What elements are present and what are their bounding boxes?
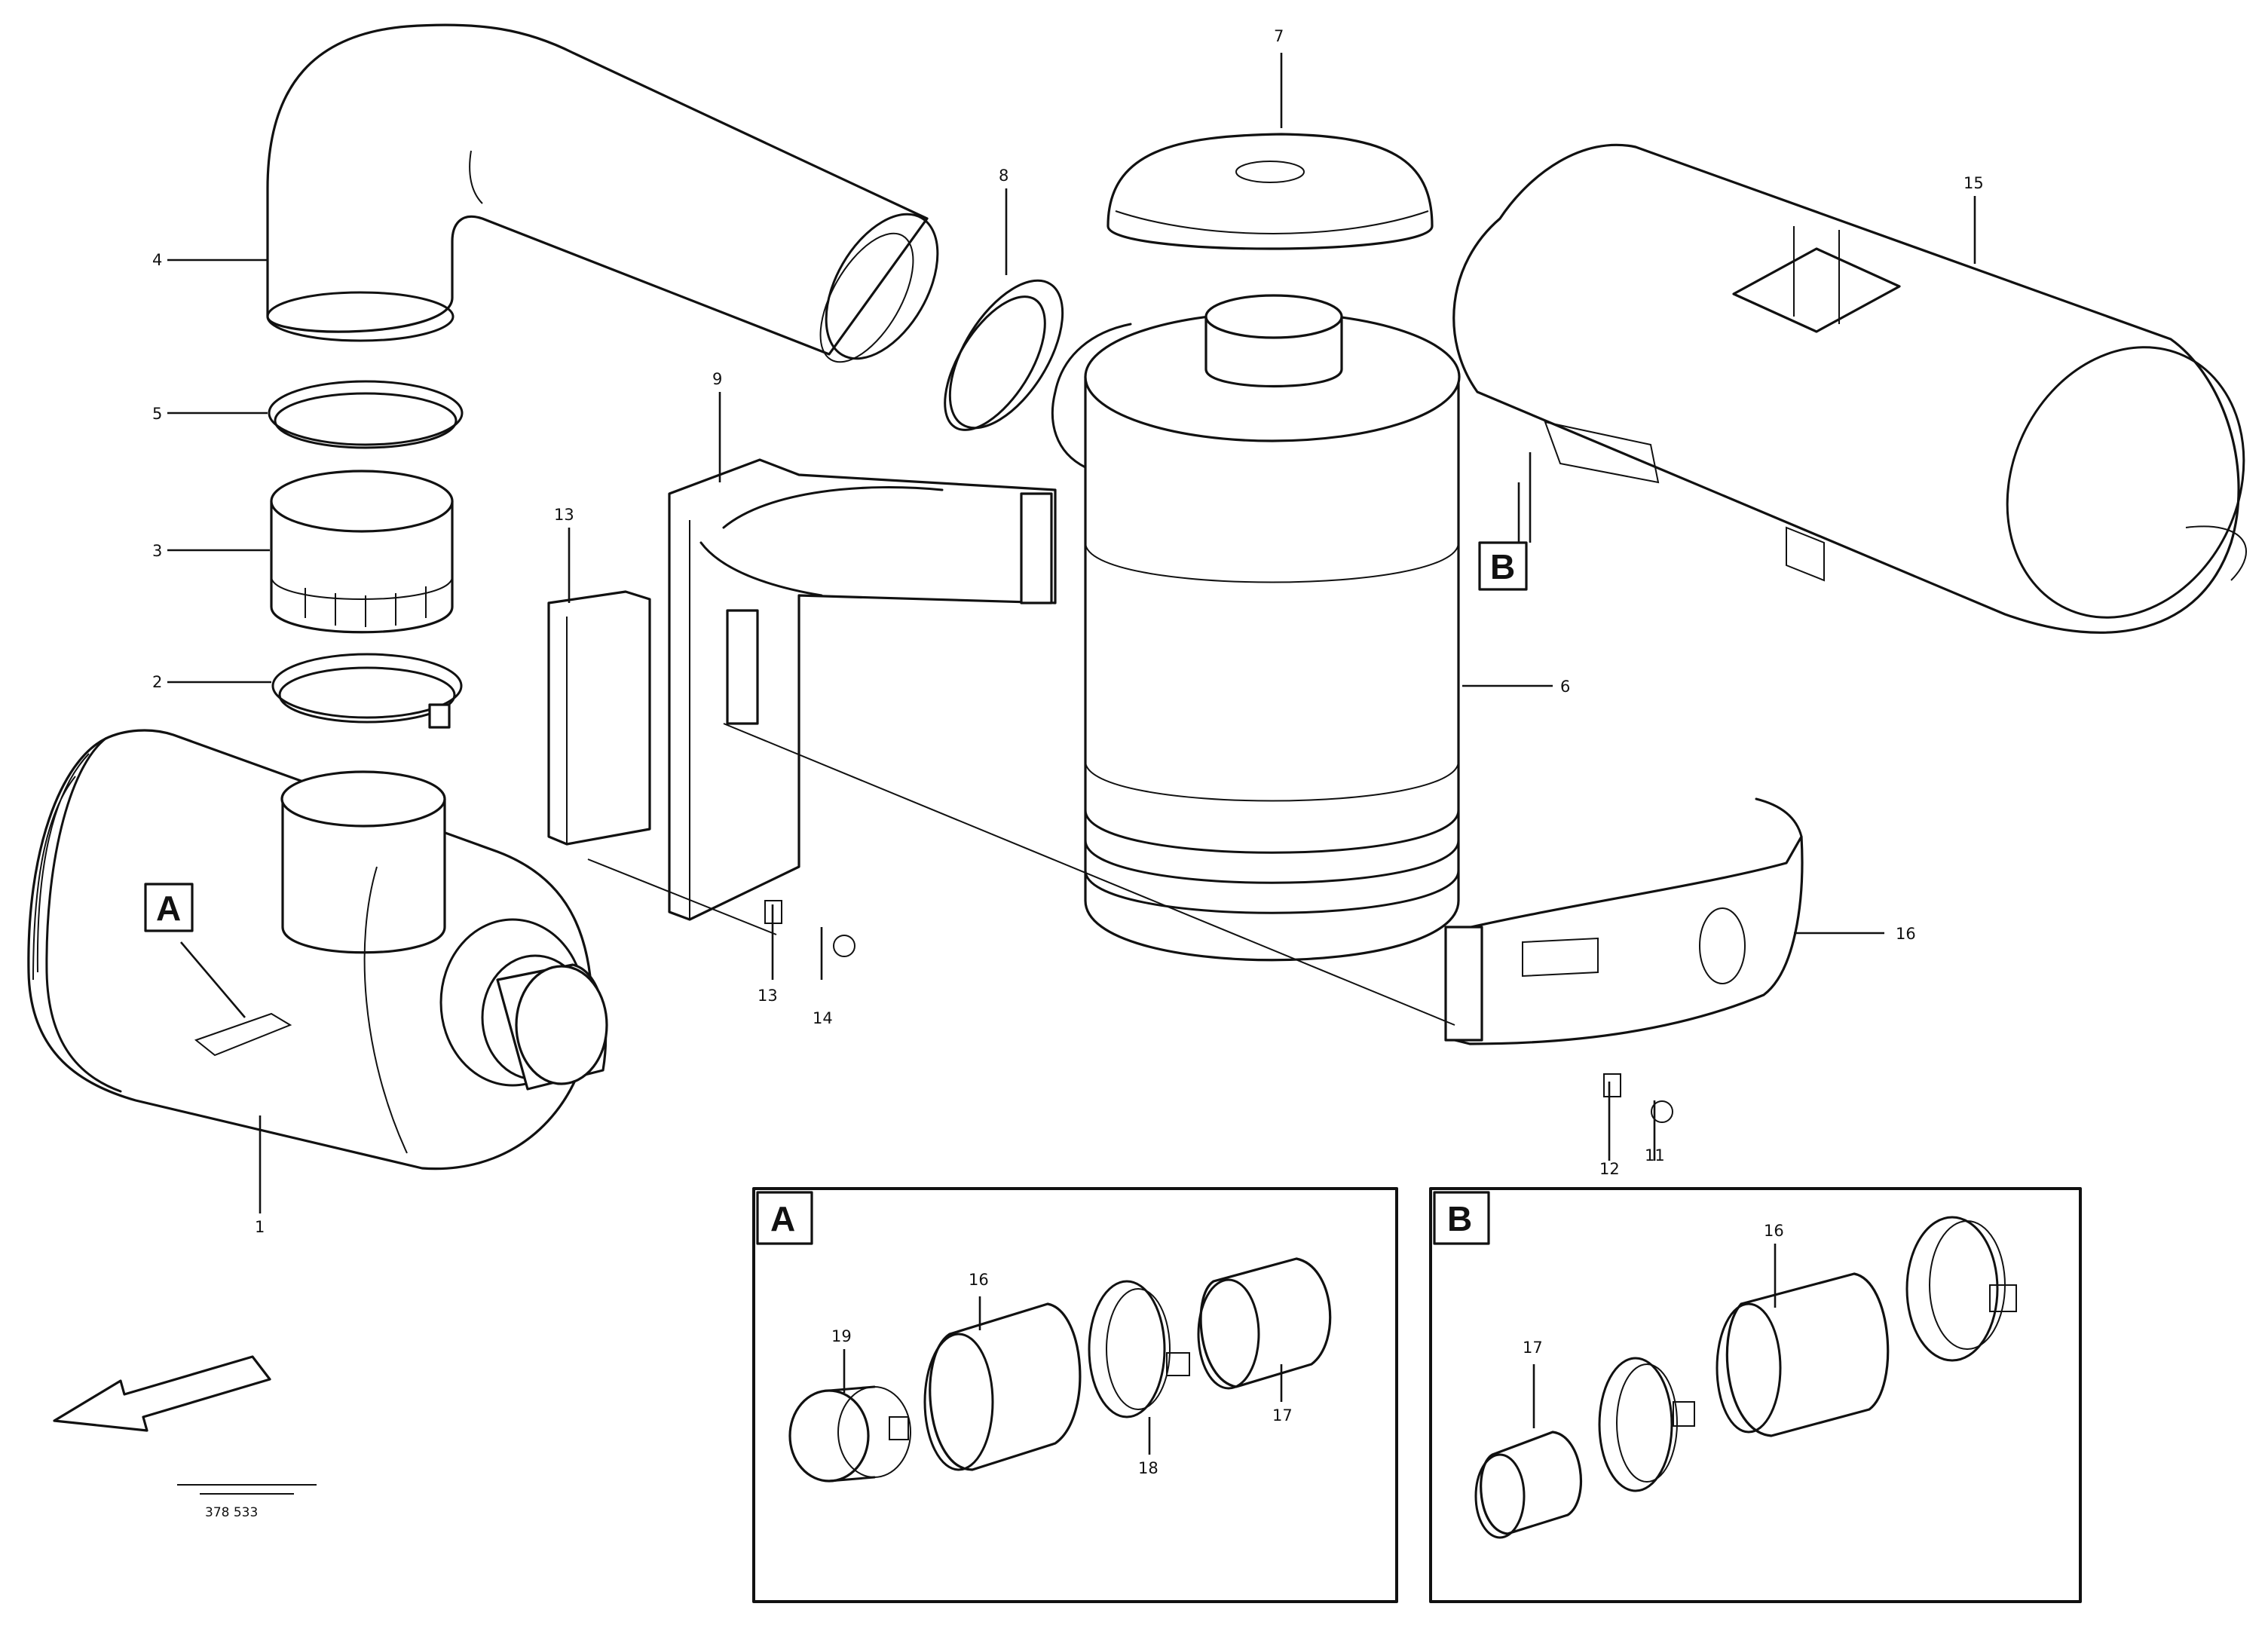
mounting-plate-13: [547, 590, 651, 846]
part-number-5: 5: [152, 405, 162, 423]
callout-label-b: B: [1490, 547, 1515, 586]
part-number-13b: 13: [758, 987, 778, 1005]
direction-arrow: 378 533: [53, 1355, 317, 1520]
part-number-14: 14: [813, 1009, 833, 1027]
part-number-3: 3: [152, 542, 162, 560]
inset-a-label-middle: 16: [969, 1271, 989, 1289]
drawing-code: 378 533: [205, 1505, 258, 1520]
part-number-11: 11: [1645, 1146, 1665, 1164]
callout-label-a: A: [156, 889, 181, 928]
inset-detail-a: A 19 16 18 17: [752, 1187, 1398, 1603]
inset-b-label-end: 17: [1523, 1339, 1543, 1357]
part-numbers: 7 8 9 13 15 6 16 4 5 3 2 1 13 14 12 11: [152, 27, 1984, 1236]
part-number-2: 2: [152, 673, 162, 691]
air-cleaner-housing-1: [27, 729, 608, 1171]
leader-lines: [167, 53, 1976, 1213]
clamp-ring-8: [944, 279, 1064, 431]
clamp-ring-2: [271, 653, 463, 729]
inset-a-label-left: 19: [831, 1327, 852, 1345]
part-number-1: 1: [255, 1218, 265, 1236]
clamp-ring-5: [268, 380, 464, 449]
part-number-16: 16: [1896, 925, 1916, 943]
part-number-8: 8: [999, 167, 1009, 185]
part-number-4: 4: [152, 251, 162, 269]
detail-callout-a: A: [144, 883, 194, 932]
part-number-6: 6: [1560, 678, 1570, 696]
part-number-15: 15: [1963, 174, 1984, 192]
inset-a-label-cap: 17: [1272, 1406, 1293, 1424]
part-number-13: 13: [554, 506, 574, 524]
inset-a-label-ring: 18: [1138, 1459, 1158, 1477]
inset-a-title: A: [770, 1199, 795, 1238]
part-number-12: 12: [1599, 1160, 1620, 1178]
part-number-7: 7: [1274, 27, 1284, 45]
intake-elbow-pipe: [266, 23, 939, 363]
part-number-9: 9: [712, 370, 722, 388]
inset-b-title: B: [1447, 1199, 1472, 1238]
detail-callout-b: B: [1478, 541, 1528, 591]
mounting-bracket-9: [668, 458, 1057, 921]
inset-b-label-sleeve: 16: [1764, 1222, 1784, 1240]
lower-strap-10: [1444, 797, 1804, 1045]
rubber-coupling-3: [270, 470, 454, 634]
inset-detail-b: B 17 16: [1429, 1187, 2082, 1603]
silencer-15: [1452, 143, 2247, 634]
pre-cleaner-cap-7: [1106, 133, 1434, 250]
filter-canister-6: [1051, 294, 1461, 962]
